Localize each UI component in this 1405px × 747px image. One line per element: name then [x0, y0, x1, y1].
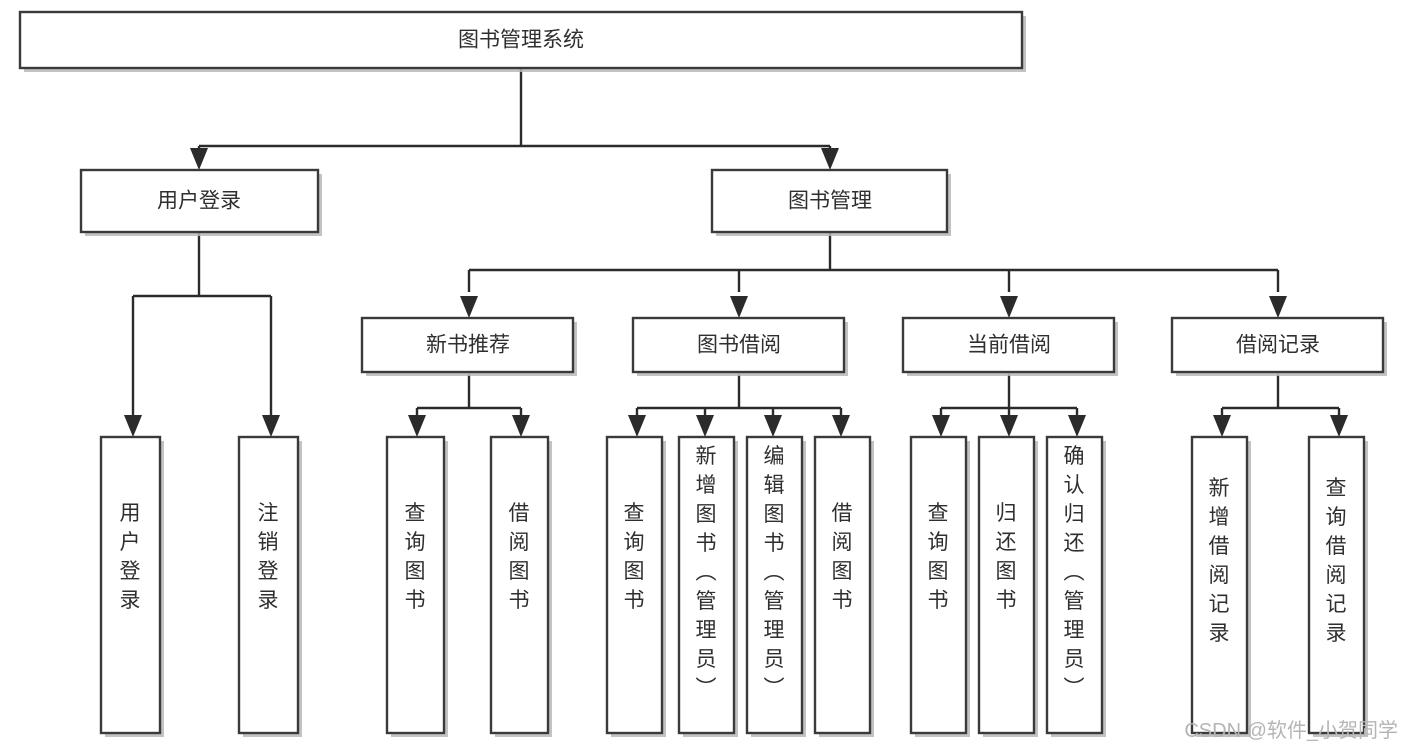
leaf-return-book-box	[977, 435, 1036, 735]
leaf-add-record[interactable]: 新增借阅记录	[1190, 435, 1251, 737]
leaf-add-book-label: 新增图书︵管理员︶	[696, 445, 717, 700]
leaf-return-book[interactable]: 归还图书	[977, 435, 1038, 737]
arrow-to-current-borrow	[1000, 296, 1018, 318]
br-label: 借阅记录	[1236, 334, 1320, 357]
node-current-borrow[interactable]: 当前借阅	[901, 316, 1118, 376]
nbr-box	[360, 316, 575, 374]
root-label: 图书管理系统	[458, 29, 584, 52]
leaf-borrow-book-1[interactable]: 借阅图书	[489, 435, 552, 737]
leaf-query-record-label: 查询借阅记录	[1326, 477, 1347, 645]
leaf-edit-book-box	[745, 435, 804, 735]
leaf-edit-book[interactable]: 编辑图书︵管理员︶	[745, 435, 806, 737]
leaf-borrow-book-2[interactable]: 借阅图书	[813, 435, 874, 737]
arrow-to-leaf-confirm-return	[1068, 415, 1086, 437]
node-user-login[interactable]: 用户登录	[79, 168, 322, 236]
book-manage-label: 图书管理	[788, 190, 872, 213]
arrow-to-book-borrow	[730, 296, 748, 318]
leaf-user-logout-label: 注销登录	[258, 502, 279, 612]
leaf-user-login-box	[99, 435, 162, 735]
leaf-query-book-2-label: 查询图书	[624, 502, 645, 612]
leaf-borrow-book-2-label: 借阅图书	[832, 502, 853, 612]
node-root[interactable]: 图书管理系统	[18, 10, 1026, 72]
arrow-to-new-book-recommend	[460, 296, 478, 318]
arrow-to-leaf-query-record	[1330, 415, 1348, 437]
leaf-confirm-return[interactable]: 确认归还︵管理员︶	[1045, 435, 1106, 737]
leaf-query-book-1[interactable]: 查询图书	[385, 435, 448, 737]
book-manage-box	[710, 168, 949, 234]
leaf-query-record[interactable]: 查询借阅记录	[1307, 435, 1368, 737]
bb-box	[631, 316, 846, 374]
leaf-query-book-2-box	[605, 435, 664, 735]
leaf-user-logout-box	[237, 435, 300, 735]
watermark-label: CSDN @软件_小贺同学	[1184, 719, 1398, 742]
user-login-label: 用户登录	[157, 190, 241, 213]
leaf-add-book[interactable]: 新增图书︵管理员︶	[677, 435, 738, 737]
root-box	[18, 10, 1024, 70]
arrow-to-book-manage	[821, 148, 839, 170]
leaf-edit-book-label: 编辑图书︵管理员︶	[764, 445, 785, 700]
leaf-query-book-1-box	[385, 435, 446, 735]
leaf-query-record-box	[1307, 435, 1366, 735]
arrow-to-leaf-query-book-3	[932, 415, 950, 437]
leaf-confirm-return-box	[1045, 435, 1104, 735]
arrow-to-leaf-borrow-book-2	[832, 415, 850, 437]
leaf-query-book-2[interactable]: 查询图书	[605, 435, 666, 737]
leaf-borrow-book-1-box	[489, 435, 550, 735]
leaf-borrow-book-2-box	[813, 435, 872, 735]
arrow-to-leaf-borrow-book-1	[512, 415, 530, 437]
leaf-user-login[interactable]: 用户登录	[99, 435, 164, 737]
leaf-user-login-label: 用户登录	[120, 502, 141, 612]
arrow-to-leaf-return-book	[1000, 415, 1018, 437]
leaf-add-record-label: 新增借阅记录	[1209, 477, 1230, 645]
leaf-confirm-return-label: 确认归还︵管理员︶	[1064, 445, 1085, 700]
node-borrow-record[interactable]: 借阅记录	[1170, 316, 1387, 376]
cb-label: 当前借阅	[967, 334, 1051, 357]
arrow-to-leaf-edit-book	[764, 415, 782, 437]
bb-label: 图书借阅	[697, 334, 781, 357]
arrow-to-leaf-user-login	[124, 415, 142, 437]
leaf-query-book-3[interactable]: 查询图书	[909, 435, 970, 737]
br-box	[1170, 316, 1385, 374]
leaf-borrow-book-1-label: 借阅图书	[509, 502, 530, 612]
arrow-to-user-login	[190, 148, 208, 170]
arrow-to-leaf-query-book-2	[628, 415, 646, 437]
leaf-add-record-box	[1190, 435, 1249, 735]
leaf-return-book-label: 归还图书	[996, 502, 1017, 612]
node-new-book-recommend[interactable]: 新书推荐	[360, 316, 577, 376]
node-book-borrow[interactable]: 图书借阅	[631, 316, 848, 376]
connector-layer	[124, 68, 1348, 437]
arrow-to-leaf-add-record	[1213, 415, 1231, 437]
arrow-to-leaf-user-logout	[262, 415, 280, 437]
leaf-query-book-1-label: 查询图书	[405, 502, 426, 612]
nbr-label: 新书推荐	[426, 334, 510, 357]
arrow-to-borrow-record	[1269, 296, 1287, 318]
cb-box	[901, 316, 1116, 374]
arrow-to-leaf-query-book-1	[408, 415, 426, 437]
leaf-add-book-box	[677, 435, 736, 735]
leaf-query-book-3-label: 查询图书	[928, 502, 949, 612]
leaf-user-logout[interactable]: 注销登录	[237, 435, 302, 737]
leaf-query-book-3-box	[909, 435, 968, 735]
node-book-manage[interactable]: 图书管理	[710, 168, 951, 236]
user-login-box	[79, 168, 320, 234]
arrow-to-leaf-add-book	[696, 415, 714, 437]
